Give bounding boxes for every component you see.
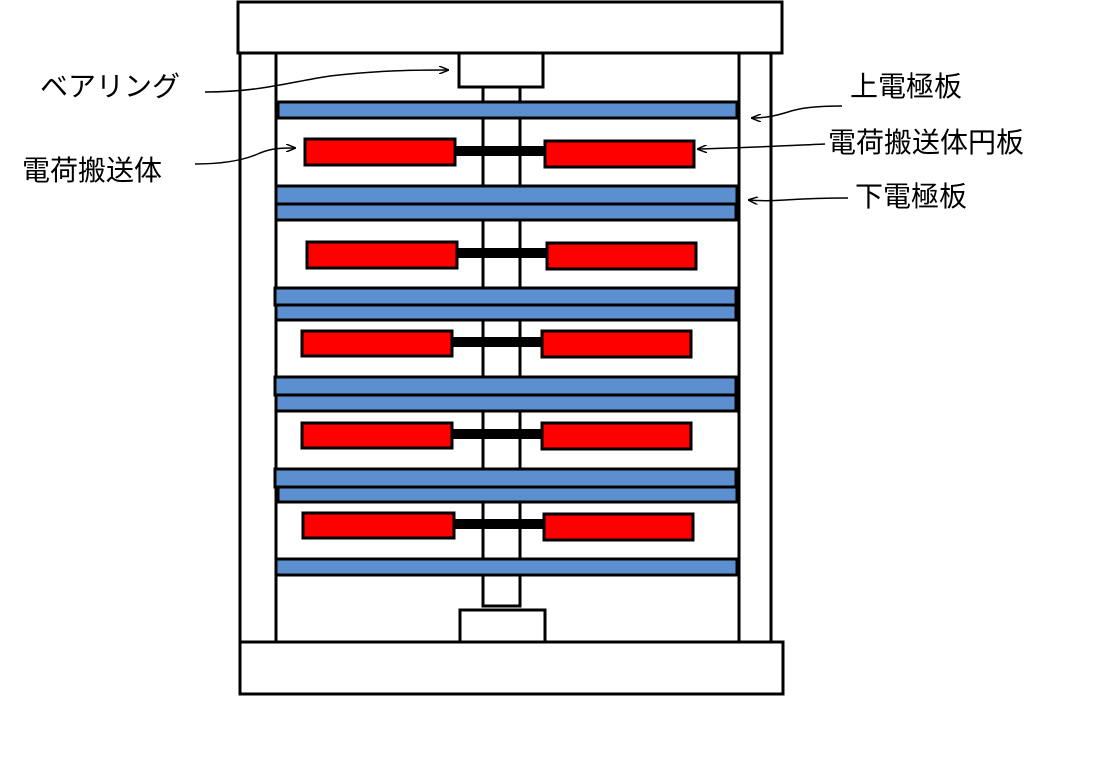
top-bearing <box>457 51 545 89</box>
electrode-plate <box>274 184 739 206</box>
carrier-block <box>540 329 693 359</box>
carrier-disk <box>301 511 695 542</box>
electrode-plate <box>273 467 738 489</box>
carrier-block <box>301 511 456 540</box>
leader-lines <box>194 70 849 201</box>
carrier-disk <box>305 240 698 271</box>
carrier-arm <box>455 146 547 156</box>
carrier-disks <box>300 137 698 542</box>
electrode-plate <box>276 485 739 504</box>
bottom-bearing <box>458 608 547 644</box>
carrier-block <box>540 421 693 451</box>
carrier-disk <box>300 329 693 359</box>
carrier-arm <box>452 337 544 347</box>
electrode-plates <box>273 100 739 577</box>
carrier-arm <box>457 248 549 258</box>
carrier-disk <box>303 137 696 169</box>
upper-electrode-plate <box>276 100 739 120</box>
lower-electrode-plate <box>274 557 739 577</box>
carrier-block <box>542 512 695 542</box>
carrier-disk-label: 電荷搬送体円板 <box>828 126 1024 159</box>
carrier-block <box>300 329 454 358</box>
carrier-block <box>305 240 459 270</box>
upper-electrode-leader-arrow <box>752 105 843 118</box>
lower-electrode-leader-arrow <box>749 198 849 201</box>
left-frame-pillar <box>238 51 278 644</box>
carrier-block <box>545 241 698 271</box>
bottom-frame-plate <box>238 640 785 696</box>
carrier-block <box>543 139 696 169</box>
bearing-leader-arrow <box>204 70 448 93</box>
right-frame-pillar <box>737 51 773 644</box>
carrier-label: 電荷搬送体 <box>22 154 162 187</box>
carrier-block <box>300 421 454 450</box>
electrode-plate <box>273 375 738 397</box>
top-frame-plate <box>236 0 784 55</box>
carrier-leader-arrow <box>194 148 295 165</box>
carrier-disk-leader-arrow <box>698 143 826 149</box>
carrier-block <box>303 137 457 167</box>
carrier-arm <box>452 429 544 439</box>
electrode-plate <box>274 202 738 222</box>
electrode-plate <box>274 393 738 413</box>
electrode-plate <box>274 303 738 322</box>
electrode-plate <box>273 286 738 307</box>
carrier-arm <box>454 519 546 529</box>
upper-electrode-label: 上電極板 <box>850 70 962 103</box>
carrier-disk <box>300 421 693 451</box>
lower-electrode-label: 下電極板 <box>855 180 967 213</box>
bearing-label: ベアリング <box>40 70 180 103</box>
